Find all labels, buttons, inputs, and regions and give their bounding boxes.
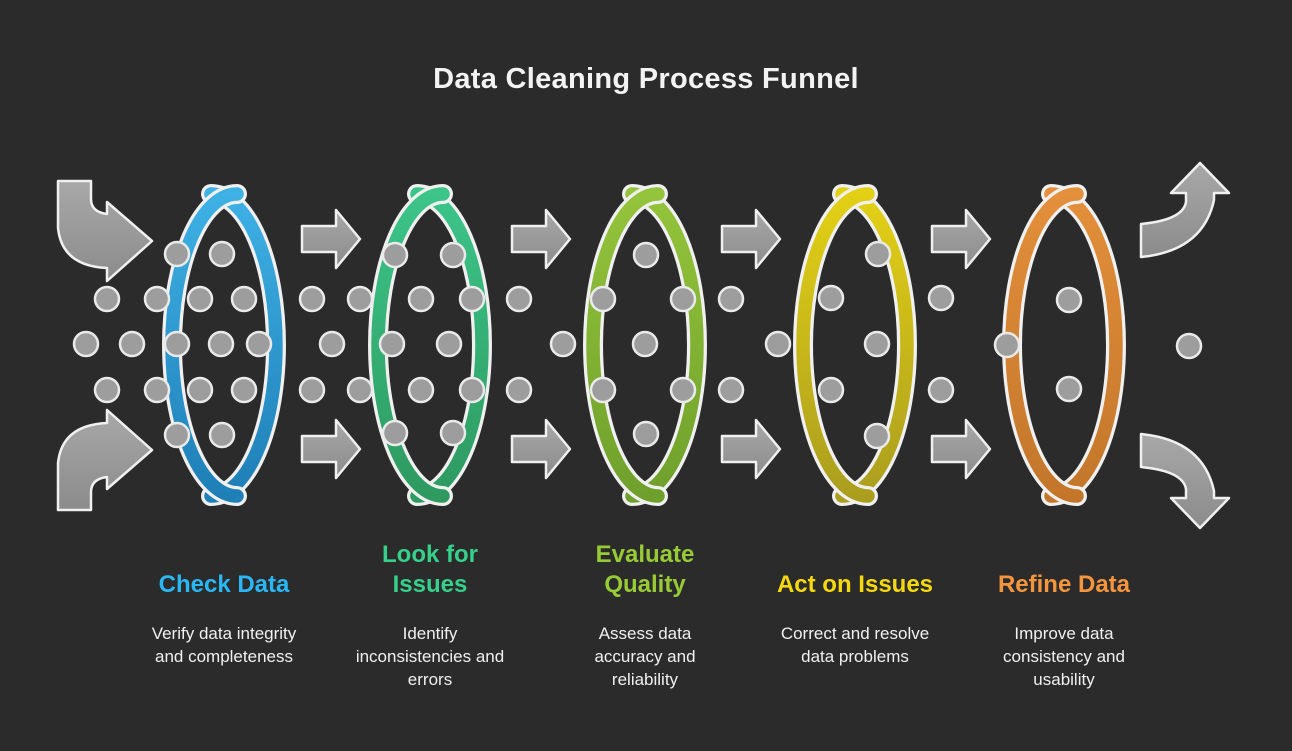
curved-arrow-bottom-right-icon [1139, 432, 1231, 530]
data-dot [631, 330, 659, 358]
right-arrow-icon [720, 418, 782, 480]
data-dot [381, 241, 409, 269]
data-dot [163, 330, 191, 358]
stage-description-refine-data: Improve data consistency and usability [1003, 624, 1125, 689]
data-dot [669, 376, 697, 404]
data-dot [589, 376, 617, 404]
right-arrow-icon [720, 208, 782, 270]
data-dot [407, 376, 435, 404]
page-title: Data Cleaning Process Funnel [433, 63, 859, 95]
curved-arrow-top-left-icon [56, 179, 154, 283]
data-dot [1175, 332, 1203, 360]
data-dot [589, 285, 617, 313]
stage-title-act-on-issues: Act on Issues [776, 571, 934, 598]
stage-title-refine-data: Refine Data [997, 571, 1131, 598]
data-dot [439, 419, 467, 447]
right-arrow-icon [510, 418, 572, 480]
stage-column-act-on-issues: Act on Issues Correct and resolve data p… [745, 538, 965, 668]
data-dot [717, 285, 745, 313]
stage-description-evaluate-quality: Assess data accuracy and reliability [594, 624, 696, 689]
data-dot [1055, 286, 1083, 314]
funnel-ring-3 [583, 184, 707, 506]
data-dot [207, 330, 235, 358]
curved-arrow-bottom-left-icon [56, 408, 154, 512]
stage-column-evaluate-quality: Evaluate Quality Assess data accuracy an… [535, 538, 755, 691]
data-dot [143, 285, 171, 313]
data-dot [163, 240, 191, 268]
data-dot [407, 285, 435, 313]
stage-description-act-on-issues: Correct and resolve data problems [780, 624, 930, 666]
data-dot [318, 330, 346, 358]
funnel-ring-4 [793, 184, 917, 506]
data-dot [927, 376, 955, 404]
straight-flow-arrows [300, 208, 992, 480]
data-dot [632, 420, 660, 448]
data-dot [230, 285, 258, 313]
funnel-ring-2 [368, 184, 492, 506]
data-dot [764, 330, 792, 358]
data-dot [208, 240, 236, 268]
data-dot [298, 376, 326, 404]
stage-title-evaluate-quality: Evaluate Quality [595, 541, 695, 598]
data-dot [458, 285, 486, 313]
data-dot [632, 241, 660, 269]
data-dot [118, 330, 146, 358]
funnel-ring-5 [1002, 184, 1126, 506]
stage-column-check-data: Check Data Verify data integrity and com… [114, 538, 334, 668]
data-dot [378, 330, 406, 358]
stage-title-check-data: Check Data [158, 571, 290, 598]
data-dot [717, 376, 745, 404]
data-dot [72, 330, 100, 358]
data-dot [505, 285, 533, 313]
data-dot [435, 330, 463, 358]
data-dot [817, 376, 845, 404]
data-dot [549, 330, 577, 358]
data-dot [993, 331, 1021, 359]
data-dot [163, 421, 191, 449]
data-dot [245, 330, 273, 358]
data-dot [298, 285, 326, 313]
data-dot [186, 285, 214, 313]
data-dot [864, 240, 892, 268]
right-arrow-icon [930, 418, 992, 480]
curved-flow-arrows [56, 161, 1231, 530]
stage-title-look-for-issues: Look for Issues [382, 541, 478, 598]
data-dot [458, 376, 486, 404]
stage-column-look-for-issues: Look for Issues Identify inconsistencies… [320, 538, 540, 691]
data-dot [505, 376, 533, 404]
data-dot [93, 376, 121, 404]
data-dot [381, 419, 409, 447]
data-dot [927, 284, 955, 312]
data-dot [439, 241, 467, 269]
data-dot [208, 421, 236, 449]
right-arrow-icon [930, 208, 992, 270]
right-arrow-icon [510, 208, 572, 270]
stage-description-check-data: Verify data integrity and completeness [151, 624, 297, 666]
right-arrow-icon [300, 418, 362, 480]
data-dot [230, 376, 258, 404]
data-dot [346, 376, 374, 404]
data-dot [186, 376, 214, 404]
stage-column-refine-data: Refine Data Improve data consistency and… [954, 538, 1174, 691]
data-dot [863, 422, 891, 450]
data-dot [817, 284, 845, 312]
data-dot [669, 285, 697, 313]
curved-arrow-top-right-icon [1139, 161, 1231, 259]
data-dot [93, 285, 121, 313]
data-dot [863, 330, 891, 358]
stage-description-look-for-issues: Identify inconsistencies and errors [355, 624, 505, 689]
data-point-dots [72, 240, 1203, 450]
right-arrow-icon [300, 208, 362, 270]
data-dot [143, 376, 171, 404]
funnel-graphic [56, 161, 1231, 530]
data-dot [346, 285, 374, 313]
data-dot [1055, 375, 1083, 403]
